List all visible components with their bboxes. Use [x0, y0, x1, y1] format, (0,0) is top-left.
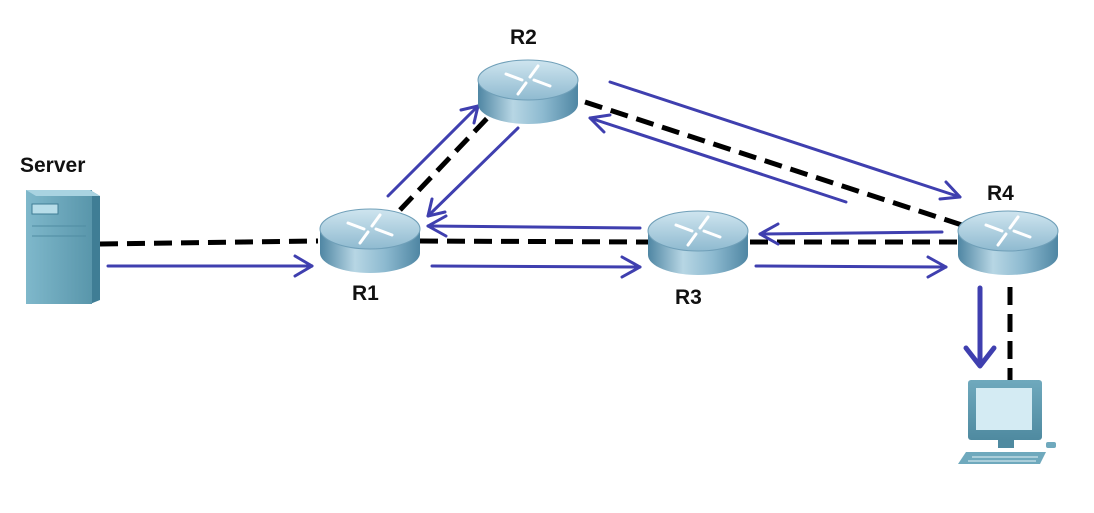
r3-label: R3 — [675, 286, 702, 309]
flow-arrow-r2-to-r1 — [426, 126, 520, 218]
flow-arrow-server-to-r1 — [106, 254, 314, 278]
router-icon[interactable] — [957, 210, 1059, 275]
router-icon[interactable] — [477, 59, 579, 124]
server-icon[interactable] — [26, 190, 100, 304]
router-icon[interactable] — [647, 210, 749, 275]
flow-arrow-r4-to-r3 — [758, 222, 944, 246]
r4-label: R4 — [987, 182, 1014, 205]
flow-arrows — [106, 80, 997, 369]
r1-label: R1 — [352, 282, 379, 305]
flow-arrow-r2-to-r4 — [608, 80, 962, 201]
r2-label: R2 — [510, 26, 537, 49]
link-server-r1 — [99, 238, 319, 247]
pc-icon[interactable] — [958, 380, 1056, 464]
flow-arrow-r4-to-pc — [963, 285, 997, 369]
server-label: Server — [20, 154, 85, 177]
router-icon[interactable] — [319, 208, 421, 273]
link-r1-r3 — [419, 238, 651, 245]
link-r2-r4 — [584, 99, 963, 228]
flow-arrow-r3-to-r4 — [754, 255, 948, 279]
flow-arrow-r1-to-r2 — [386, 104, 480, 198]
flow-arrow-r3-to-r1 — [426, 214, 642, 238]
link-r1-r2 — [398, 108, 497, 212]
links — [99, 99, 1013, 380]
flow-arrow-r1-to-r3 — [430, 255, 642, 279]
flow-arrow-r4-to-r2 — [588, 113, 848, 204]
